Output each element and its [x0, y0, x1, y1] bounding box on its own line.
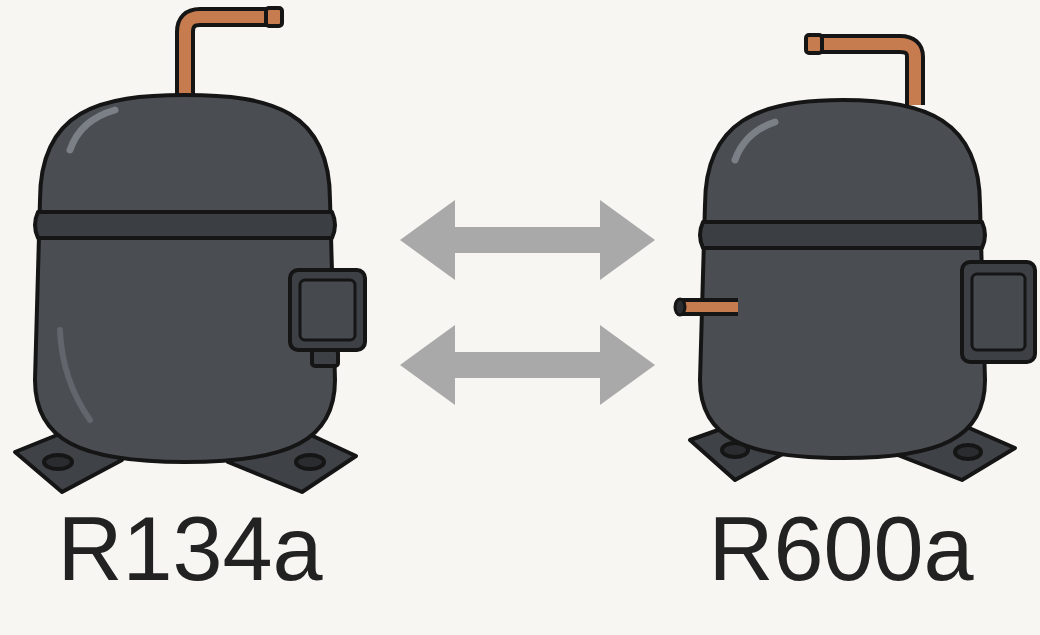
compressor-node: R134a: [0, 0, 400, 635]
double-arrow: [400, 325, 655, 405]
compressor-node: R600a: [655, 0, 1040, 635]
compressor-right: [675, 35, 1035, 480]
compressor-left: [15, 8, 365, 492]
refrigerant-label: R600a: [655, 500, 1027, 599]
double-arrow: [400, 200, 655, 280]
refrigerant-label: R134a: [0, 500, 380, 599]
